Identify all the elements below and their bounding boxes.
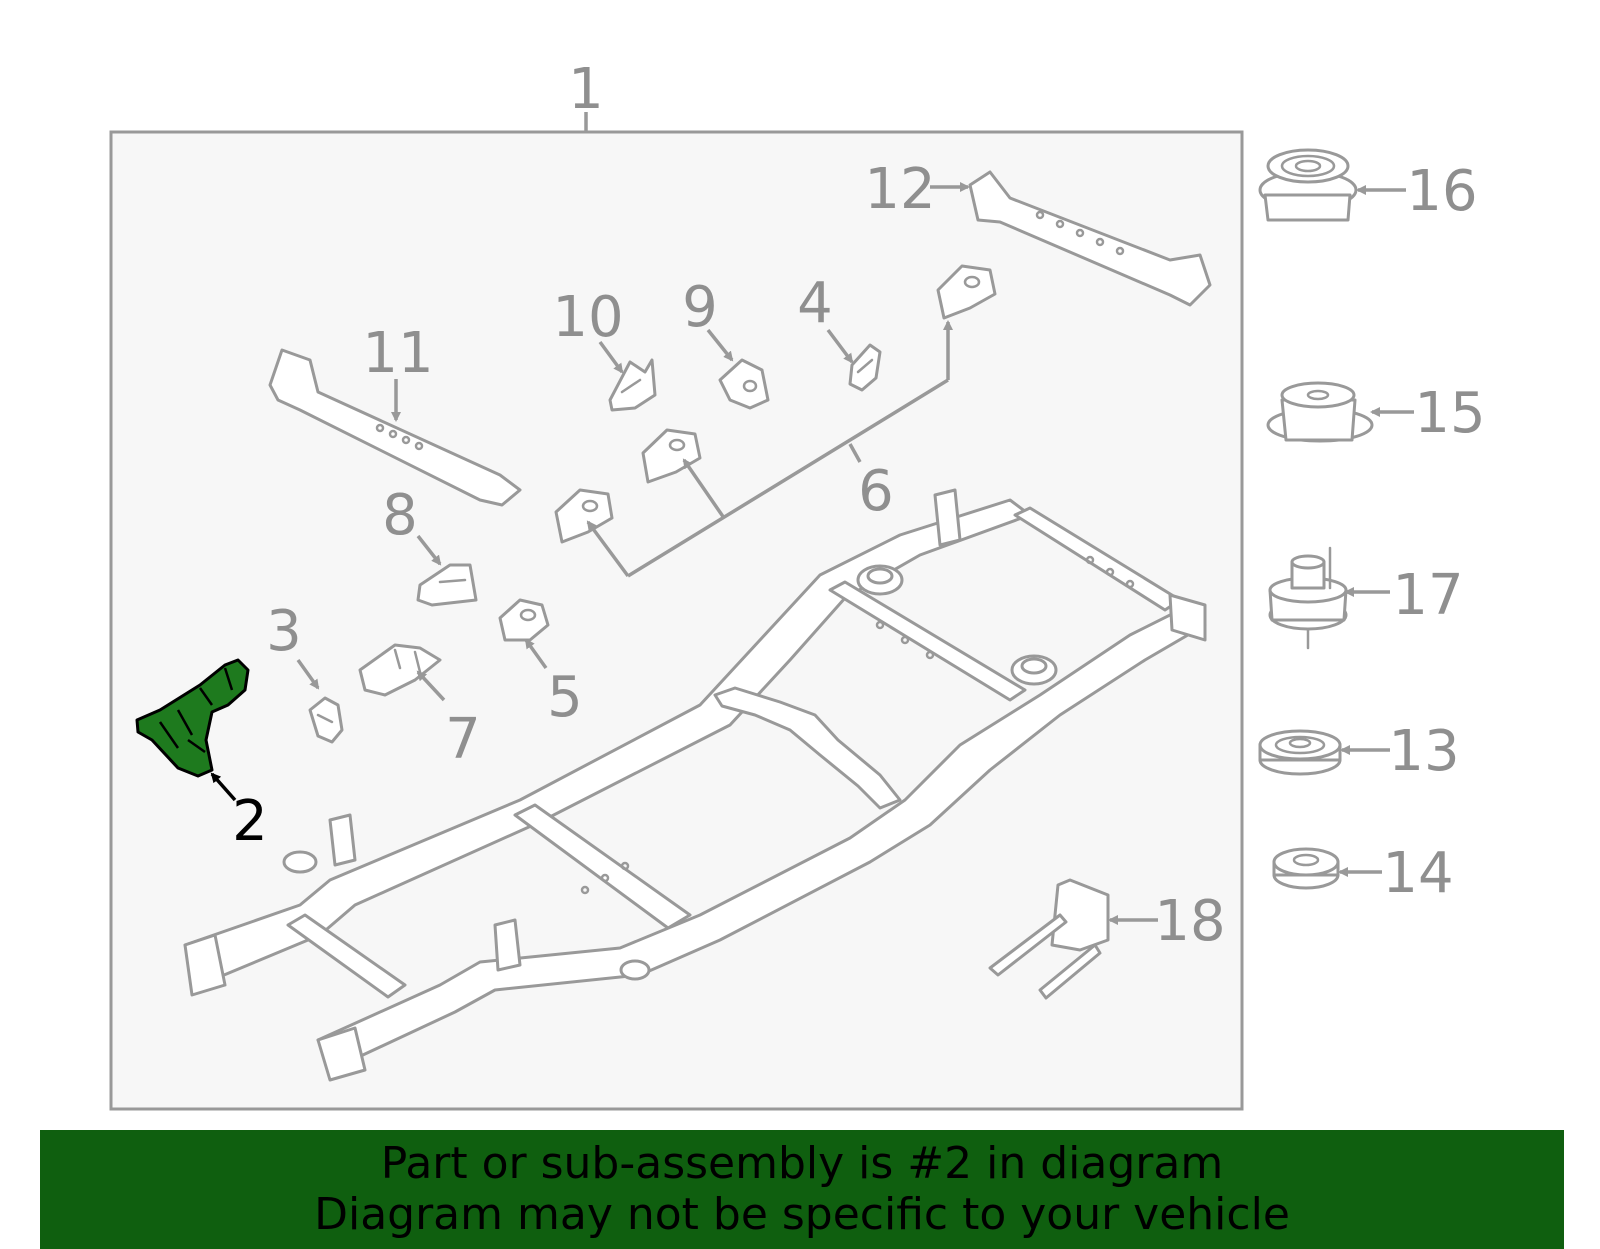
part-2-bracket <box>135 658 250 778</box>
part-7-skid <box>358 643 442 697</box>
part-14-mount <box>1272 847 1340 890</box>
part-8-bracket <box>416 563 478 607</box>
callout-10: 10 <box>552 285 623 350</box>
part-13-mount <box>1258 729 1342 776</box>
frame-assembly <box>183 488 1207 1082</box>
part-5-bracket <box>498 598 550 642</box>
callout-16: 16 <box>1406 159 1477 224</box>
part-9-bracket <box>718 358 770 410</box>
callout-1: 1 <box>568 57 604 122</box>
part-6-mount-2 <box>641 428 702 484</box>
callout-17: 17 <box>1392 563 1463 628</box>
part-16-mount <box>1258 148 1358 222</box>
callout-12: 12 <box>864 157 935 222</box>
callout-7: 7 <box>445 707 481 772</box>
callout-6: 6 <box>858 459 894 524</box>
callout-2: 2 <box>232 789 268 854</box>
part-6-mount-3 <box>936 264 997 320</box>
part-3-bracket <box>308 696 344 744</box>
notice-banner: Part or sub-assembly is #2 in diagram Di… <box>40 1130 1564 1249</box>
callout-18: 18 <box>1154 889 1225 954</box>
callout-8: 8 <box>382 483 418 548</box>
part-18-bracket <box>988 878 1110 1000</box>
callout-15: 15 <box>1414 381 1485 446</box>
leader-lines <box>210 182 1414 925</box>
callout-9: 9 <box>682 275 718 340</box>
callout-13: 13 <box>1388 719 1459 784</box>
callout-labels: 1 2 3 4 5 6 7 8 9 10 11 12 13 14 15 16 1… <box>232 57 1485 954</box>
callout-14: 14 <box>1382 841 1453 906</box>
part-10-bracket <box>608 358 657 412</box>
callout-11: 11 <box>362 321 433 386</box>
notice-line-2: Diagram may not be specific to your vehi… <box>314 1189 1290 1240</box>
part-15-mount <box>1266 381 1374 443</box>
part-17-mount <box>1268 546 1348 650</box>
part-12-crossmember <box>968 170 1212 307</box>
notice-line-1: Part or sub-assembly is #2 in diagram <box>380 1138 1224 1189</box>
callout-4: 4 <box>797 271 833 336</box>
callout-3: 3 <box>266 599 302 664</box>
part-4-bracket <box>848 343 882 392</box>
callout-5: 5 <box>547 665 583 730</box>
part-6-mount-1 <box>554 488 614 544</box>
part-11-crossmember <box>268 348 522 507</box>
